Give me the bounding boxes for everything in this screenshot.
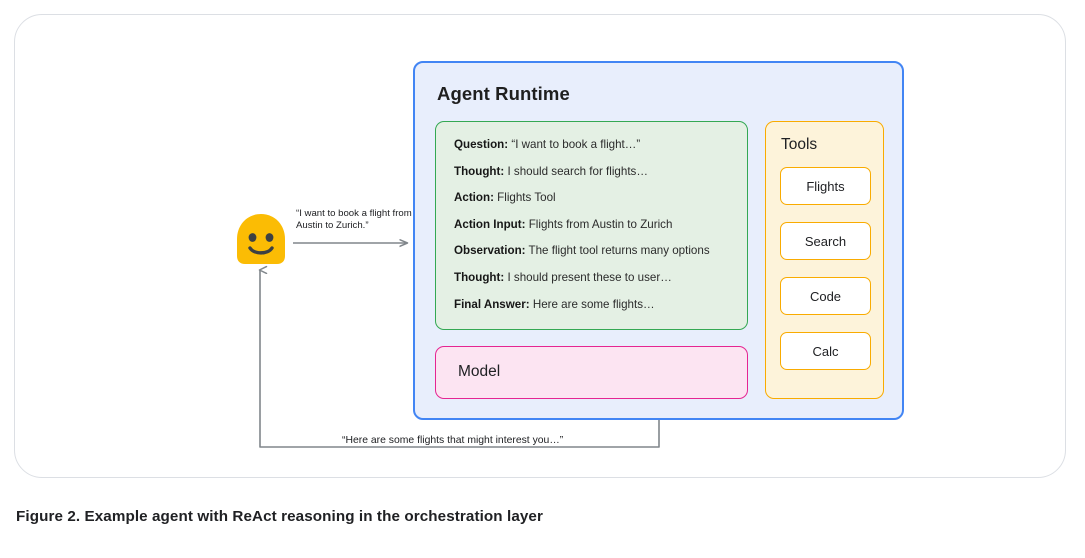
tools-panel: Tools Flights Search Code Calc [765, 121, 884, 399]
reasoning-line: Thought: I should present these to user… [454, 272, 747, 284]
reasoning-line-text: I should present these to user… [507, 270, 672, 284]
request-label: “I want to book a flight from Austin to … [296, 208, 412, 231]
reasoning-line-label: Final Answer: [454, 297, 530, 311]
reasoning-line-label: Observation: [454, 244, 526, 258]
tool-list: Flights Search Code Calc [780, 167, 871, 370]
reasoning-line-text: Flights Tool [497, 191, 556, 205]
reasoning-line: Final Answer: Here are some flights… [454, 297, 747, 311]
reasoning-line-text: Here are some flights… [532, 297, 655, 311]
reasoning-line: Action: Flights Tool [454, 192, 747, 204]
request-arrow-icon [291, 206, 415, 254]
tool-button-calc[interactable]: Calc [780, 332, 871, 370]
tools-title: Tools [781, 136, 818, 153]
tool-button-search[interactable]: Search [780, 222, 871, 260]
reasoning-line: Question: “I want to book a flight…” [454, 139, 747, 151]
agent-runtime-panel: Agent Runtime Question: “I want to book … [413, 61, 904, 420]
model-label: Model [458, 363, 501, 380]
figure-caption: Figure 2. Example agent with ReAct reaso… [16, 508, 543, 525]
reasoning-line-label: Action Input: [454, 217, 526, 231]
response-label: “Here are some flights that might intere… [337, 435, 569, 446]
reasoning-line-label: Question: [454, 138, 509, 151]
avatar [233, 212, 289, 268]
reasoning-line-text: I should search for flights… [507, 164, 648, 178]
reasoning-line-text: The flight tool returns many options [528, 244, 710, 258]
reasoning-line: Observation: The flight tool returns man… [454, 245, 747, 257]
reasoning-line-text: Flights from Austin to Zurich [528, 217, 673, 231]
reasoning-line-text: “I want to book a flight…” [511, 138, 641, 151]
model-box: Model [435, 346, 748, 399]
figure-card: “I want to book a flight from Austin to … [14, 14, 1066, 478]
agent-runtime-title: Agent Runtime [437, 83, 570, 104]
reasoning-line-label: Thought: [454, 270, 505, 284]
reasoning-line: Thought: I should search for flights… [454, 164, 747, 178]
tool-button-code[interactable]: Code [780, 277, 871, 315]
reasoning-line: Action Input: Flights from Austin to Zur… [454, 217, 747, 231]
reasoning-line-label: Thought: [454, 164, 505, 178]
tool-button-flights[interactable]: Flights [780, 167, 871, 205]
reasoning-line-label: Action: [454, 191, 494, 205]
reasoning-trace-box: Question: “I want to book a flight…” Tho… [435, 121, 748, 330]
